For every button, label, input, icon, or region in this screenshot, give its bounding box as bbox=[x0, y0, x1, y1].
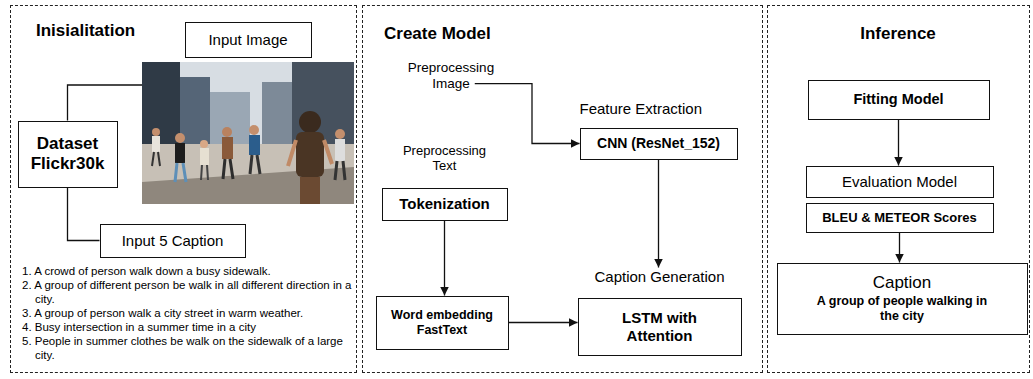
box-heading: Preprocessing Text bbox=[395, 143, 495, 174]
edge-layer bbox=[68, 120, 900, 323]
person-body bbox=[249, 135, 260, 155]
photo-sky bbox=[142, 62, 354, 204]
leader-line bbox=[475, 84, 580, 144]
person-figure bbox=[288, 111, 332, 204]
person-head bbox=[222, 127, 232, 137]
input-box: Input 5 Caption bbox=[100, 224, 246, 258]
person-legs bbox=[201, 165, 208, 180]
leader-line bbox=[68, 85, 143, 121]
person-head bbox=[152, 128, 160, 136]
person-head bbox=[335, 129, 345, 139]
metric-box: BLEU & METEOR Scores bbox=[806, 203, 994, 233]
box-text: Caption bbox=[873, 273, 932, 293]
person-body bbox=[152, 136, 160, 152]
person-legs bbox=[152, 152, 160, 166]
panel-heading: Create Model bbox=[384, 24, 634, 44]
person-figure bbox=[175, 133, 186, 182]
dataset-box: Dataset Flickr30k bbox=[18, 121, 118, 188]
flow-arrow bbox=[509, 322, 578, 323]
process-box: Evaluation Model bbox=[806, 166, 994, 198]
person-figure bbox=[335, 129, 345, 180]
person-legs bbox=[300, 177, 320, 204]
box-text: Fitting Model bbox=[853, 91, 943, 108]
box-text: A group of people walking in the city bbox=[812, 294, 992, 324]
process-box: Word embedding FastText bbox=[376, 296, 509, 350]
caption-item: 1. A crowd of person walk down a busy si… bbox=[22, 264, 354, 278]
person-body bbox=[335, 139, 345, 161]
box-text: Input Image bbox=[208, 31, 287, 49]
caption-item: 4. Busy intersection in a summer time in… bbox=[22, 320, 354, 334]
panel-heading: Inisialitation bbox=[36, 21, 236, 41]
person-figure bbox=[222, 127, 233, 179]
building bbox=[262, 82, 294, 152]
person-head bbox=[299, 111, 321, 133]
person-legs bbox=[250, 155, 260, 174]
person-figure bbox=[152, 128, 160, 166]
person-head bbox=[249, 125, 259, 135]
person-head bbox=[200, 140, 208, 148]
flow-arrow bbox=[899, 233, 900, 263]
box-text: BLEU & METEOR Scores bbox=[822, 210, 977, 226]
box-text: Tokenization bbox=[399, 195, 490, 213]
box-text: Dataset Flickr30k bbox=[23, 134, 113, 175]
leader-layer bbox=[68, 84, 580, 144]
box-heading: Caption Generation bbox=[578, 268, 742, 286]
caption-list: 1. A crowd of person walk down a busy si… bbox=[22, 264, 354, 362]
stage-panel: InferenceFitting ModelEvaluation ModelBL… bbox=[767, 5, 1030, 373]
box-heading: Feature Extraction bbox=[580, 100, 738, 118]
output-box: CaptionA group of people walking in the … bbox=[777, 263, 1028, 335]
box-outline: Tokenization bbox=[382, 188, 508, 221]
box-text: Input 5 Caption bbox=[122, 232, 224, 250]
box-outline: LSTM with Attention bbox=[578, 298, 742, 356]
process-box: Caption GenerationLSTM with Attention bbox=[578, 268, 742, 356]
box-text: LSTM with Attention bbox=[605, 309, 715, 345]
caption-item: 3. A group of person walk a city street … bbox=[22, 306, 354, 320]
person-body bbox=[200, 148, 209, 165]
building bbox=[180, 77, 210, 152]
box-outline: CNN (ResNet_152) bbox=[580, 128, 738, 160]
building bbox=[142, 62, 180, 157]
input-box: Input Image bbox=[185, 22, 312, 58]
person-figure bbox=[200, 140, 209, 180]
person-legs bbox=[223, 159, 233, 179]
person-body bbox=[296, 132, 324, 177]
street-photo bbox=[142, 62, 354, 204]
process-box: Preprocessing TextTokenization bbox=[382, 143, 508, 221]
person-legs bbox=[175, 163, 186, 182]
panel-heading: Inference bbox=[768, 24, 1028, 44]
flow-arrow bbox=[658, 160, 659, 268]
flow-arrow bbox=[898, 120, 899, 166]
process-box: Feature ExtractionCNN (ResNet_152) bbox=[580, 100, 738, 160]
person-body bbox=[222, 137, 233, 159]
box-text: Evaluation Model bbox=[842, 173, 957, 191]
label-holder: Preprocessing Image bbox=[403, 60, 499, 92]
step-label: Preprocessing Image bbox=[403, 60, 499, 92]
box-text: CNN (ResNet_152) bbox=[597, 135, 720, 152]
flow-arrow bbox=[68, 188, 100, 241]
person-body bbox=[175, 143, 185, 163]
caption-item: 5. People in summer clothes be walk on t… bbox=[22, 334, 354, 362]
process-box: Fitting Model bbox=[808, 80, 990, 120]
person-figure bbox=[249, 125, 260, 174]
caption-item: 2. A group of different person be walk i… bbox=[22, 278, 354, 306]
box-text: Word embedding FastText bbox=[382, 308, 502, 338]
flow-arrow bbox=[444, 221, 445, 296]
person-legs bbox=[335, 161, 345, 180]
person-arms bbox=[288, 140, 332, 166]
person-head bbox=[175, 133, 185, 143]
